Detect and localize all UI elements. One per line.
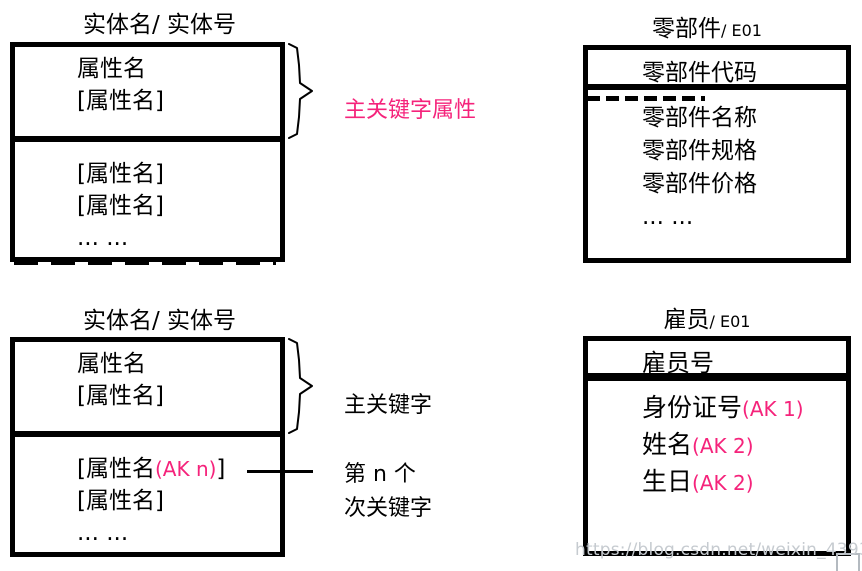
entity-part-box: 零部件代码 零部件名称 零部件规格 零部件价格 ... ... (583, 45, 851, 263)
attribute-text: 姓名 (642, 430, 693, 459)
entity-part-title: 零部件/ E01 (583, 9, 851, 43)
alternate-key-attribute-row: 生日(AK 2) (642, 464, 846, 501)
entity-generic-top-primary-section: 属性名 [属性名] ... ... (15, 47, 280, 146)
attribute-row: [属性名] (77, 383, 164, 409)
attribute-text: [属性名 (77, 456, 155, 482)
alternate-key-label: 第 n 个 次关键字 (344, 458, 432, 526)
attribute-text: 生日 (642, 467, 693, 496)
entity-generic-bottom-primary-section: 属性名 [属性名] ... ... (15, 342, 280, 441)
entity-employee-nonkey-section: 身份证号(AK 1) 姓名(AK 2) 生日(AK 2) (588, 381, 846, 501)
attribute-row: [属性名] (77, 88, 164, 114)
entity-employee-name: 雇员 (663, 307, 710, 333)
entity-generic-top-box: 属性名 [属性名] ... ... [属性名] [属性名] ... ... (10, 42, 285, 262)
clipped-rectangle-artifact (836, 553, 860, 571)
entity-employee-primary-section: 雇员号 (588, 341, 846, 381)
attribute-row: [属性名] (77, 193, 164, 219)
entity-generic-bottom-title: 实体名/ 实体号 (82, 308, 237, 334)
ellipsis-row: ... ... (642, 204, 694, 230)
curly-brace-icon (288, 338, 313, 434)
attribute-row: [属性名] (77, 488, 164, 514)
attribute-row: [属性名] (77, 161, 164, 187)
ellipsis-row: ... ... (77, 415, 129, 441)
alternate-key-marker: (AK 1) (742, 397, 804, 421)
erased-dashed-line-artifact (14, 260, 276, 265)
alternate-key-attribute-row: 身份证号(AK 1) (642, 390, 846, 427)
alternate-key-marker: (AK n) (154, 457, 217, 481)
entity-generic-bottom-nonkey-section: [属性名(AK n)] [属性名] ... ... (15, 437, 280, 549)
entity-employee-box: 雇员号 身份证号(AK 1) 姓名(AK 2) 生日(AK 2) (583, 336, 851, 556)
alternate-key-label-line2: 次关键字 (344, 496, 433, 521)
primary-key-label: 主关键字 (344, 393, 433, 418)
entity-generic-bottom-box: 属性名 [属性名] ... ... [属性名(AK n)] [属性名] ... … (10, 337, 285, 557)
alternate-key-marker: (AK 2) (692, 471, 754, 495)
primary-key-attrs-label: 主关键字属性 (344, 98, 477, 123)
attribute-row: 零部件名称 (642, 105, 757, 131)
attribute-text: ] (216, 456, 226, 482)
erased-text-artifact (587, 96, 705, 101)
entity-generic-top-nonkey-section: [属性名] [属性名] ... ... (15, 142, 280, 254)
primary-key-attribute: 零部件代码 (642, 60, 757, 86)
alternate-key-pointer-line (247, 470, 313, 473)
attribute-row: 零部件价格 (642, 171, 757, 197)
alternate-key-marker: (AK 2) (692, 434, 754, 458)
ellipsis-row: ... ... (77, 120, 129, 146)
ellipsis-row: ... ... (77, 520, 129, 546)
entity-part-nonkey-section: 零部件名称 零部件规格 零部件价格 ... ... (588, 90, 846, 234)
entity-part-code: / E01 (721, 21, 762, 40)
attribute-row: 属性名 (77, 56, 146, 82)
ellipsis-row: ... ... (77, 225, 129, 251)
entity-employee-code: / E01 (709, 312, 751, 331)
attribute-row: 属性名 (77, 351, 146, 377)
alternate-key-attribute-row: 姓名(AK 2) (642, 427, 846, 464)
entity-employee-title: 雇员/ E01 (583, 300, 851, 334)
entity-generic-top-title: 实体名/ 实体号 (82, 12, 237, 38)
curly-brace-icon (288, 43, 313, 139)
attribute-text: 身份证号 (642, 393, 743, 422)
attribute-row: 零部件规格 (642, 138, 757, 164)
entity-part-primary-section: 零部件代码 (588, 50, 846, 90)
alternate-key-attribute-row: [属性名(AK n)] (77, 453, 280, 485)
csdn-watermark: https://blog.csdn.net/weixin_43934607 (575, 540, 862, 560)
primary-key-attribute: 雇员号 (642, 349, 714, 377)
entity-part-name: 零部件 (652, 16, 722, 42)
alternate-key-label-line1: 第 n 个 (344, 462, 416, 487)
